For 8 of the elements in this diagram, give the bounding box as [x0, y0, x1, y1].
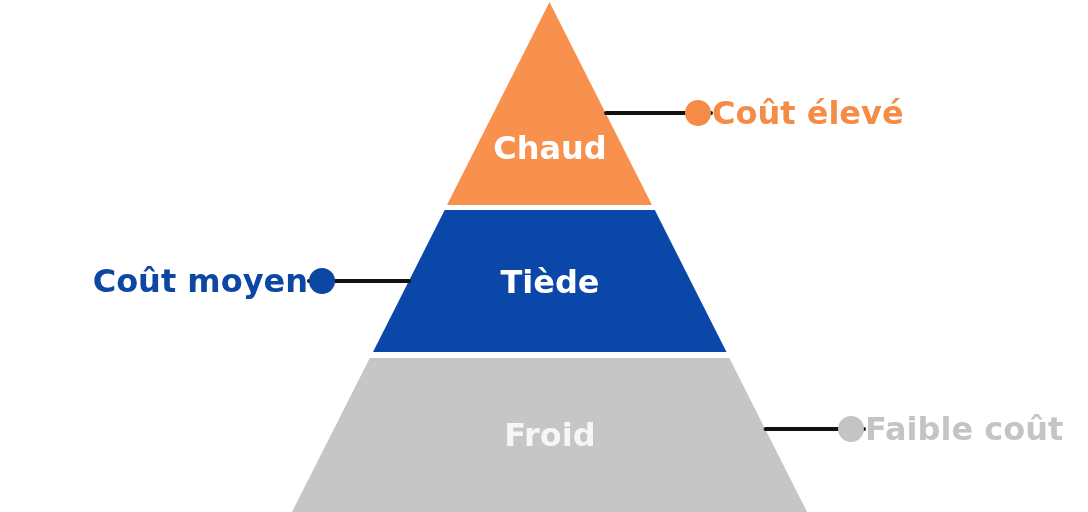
cost-label: Faible coût — [865, 413, 1064, 445]
leader-line — [604, 100, 713, 126]
cost-label: Coût moyen — [92, 265, 308, 297]
leader-line — [763, 416, 866, 442]
cost-label: Coût élevé — [712, 97, 904, 129]
tier-label: Tiède — [500, 266, 600, 298]
tier-label: Chaud — [493, 132, 607, 164]
leader-line — [307, 268, 412, 294]
